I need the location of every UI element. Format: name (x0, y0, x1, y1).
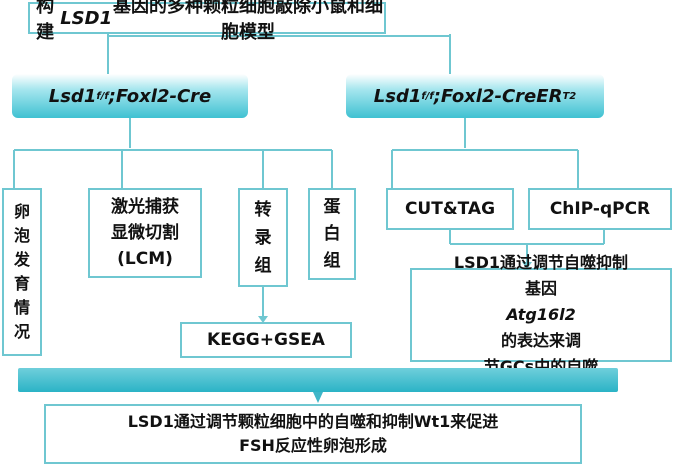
title-post: 基因的多种颗粒细胞敲除小鼠和细胞模型 (113, 0, 384, 43)
ovary-char-5: 情 (13, 298, 30, 317)
title-box: 构建 LSD1 基因的多种颗粒细胞敲除小鼠和细胞模型 (28, 0, 386, 43)
model-left-sup: f/f (96, 90, 109, 102)
model-right-sup: f/f (421, 90, 434, 102)
lcm-line-3: (LCM) (117, 249, 173, 269)
proteome-char-3: 组 (323, 250, 341, 271)
transcriptome-char-3: 组 (254, 255, 272, 276)
conclusion-line-2: FSH反应性卵泡形成 (239, 436, 387, 455)
proteome-char-2: 白 (323, 223, 341, 244)
conclusion-box: LSD1通过调节颗粒细胞中的自噬和抑制Wt1来促进 FSH反应性卵泡形成 (44, 404, 582, 464)
model-right-gene: Lsd1 (373, 85, 422, 107)
mechanism-line-2: 基因 Atg16l2 的表达来调 (501, 276, 581, 354)
kegg-gsea-box: KEGG+GSEA (180, 322, 352, 358)
chip-qpcr-box: ChIP-qPCR (528, 188, 672, 230)
model-right-suffix: ;Foxl2-CreER (433, 85, 563, 107)
proteome-box: 蛋 白 组 (308, 188, 356, 280)
mechanism-line-1: LSD1通过调节自噬抑制 (453, 253, 629, 272)
model-right-sup2: T2 (562, 90, 577, 102)
mechanism-line-2-pre: 基因 (524, 279, 557, 298)
ovary-char-1: 卵 (13, 202, 30, 221)
lcm-box: 激光捕获 显微切割 (LCM) (88, 188, 202, 278)
transcriptome-char-1: 转 (254, 199, 272, 220)
mechanism-line-2-post: 的表达来调 (500, 331, 581, 350)
title-pre: 构建 (36, 0, 55, 43)
ovary-char-4: 育 (13, 274, 30, 293)
ovary-char-6: 况 (13, 322, 30, 341)
kegg-gsea-label: KEGG+GSEA (207, 330, 325, 350)
ovary-char-3: 发 (13, 250, 30, 269)
summary-band (18, 368, 618, 392)
model-left-suffix: ;Foxl2-Cre (108, 85, 212, 107)
ovary-char-2: 泡 (13, 226, 30, 245)
conclusion-line-1: LSD1通过调节颗粒细胞中的自噬和抑制Wt1来促进 (127, 412, 499, 431)
cuttag-label: CUT&TAG (404, 199, 496, 219)
lcm-line-1: 激光捕获 (111, 197, 179, 217)
ovary-development-box: 卵 泡 发 育 情 况 (2, 188, 42, 356)
transcriptome-box: 转 录 组 (238, 188, 288, 287)
chip-qpcr-label: ChIP-qPCR (549, 199, 651, 219)
lcm-line-2: 显微切割 (111, 223, 179, 243)
mechanism-gene: Atg16l2 (506, 305, 576, 324)
proteome-char-1: 蛋 (323, 196, 341, 217)
cuttag-box: CUT&TAG (386, 188, 514, 230)
title-gene: LSD1 (60, 7, 113, 29)
model-left-gene: Lsd1 (48, 85, 97, 107)
transcriptome-char-2: 录 (254, 227, 272, 248)
